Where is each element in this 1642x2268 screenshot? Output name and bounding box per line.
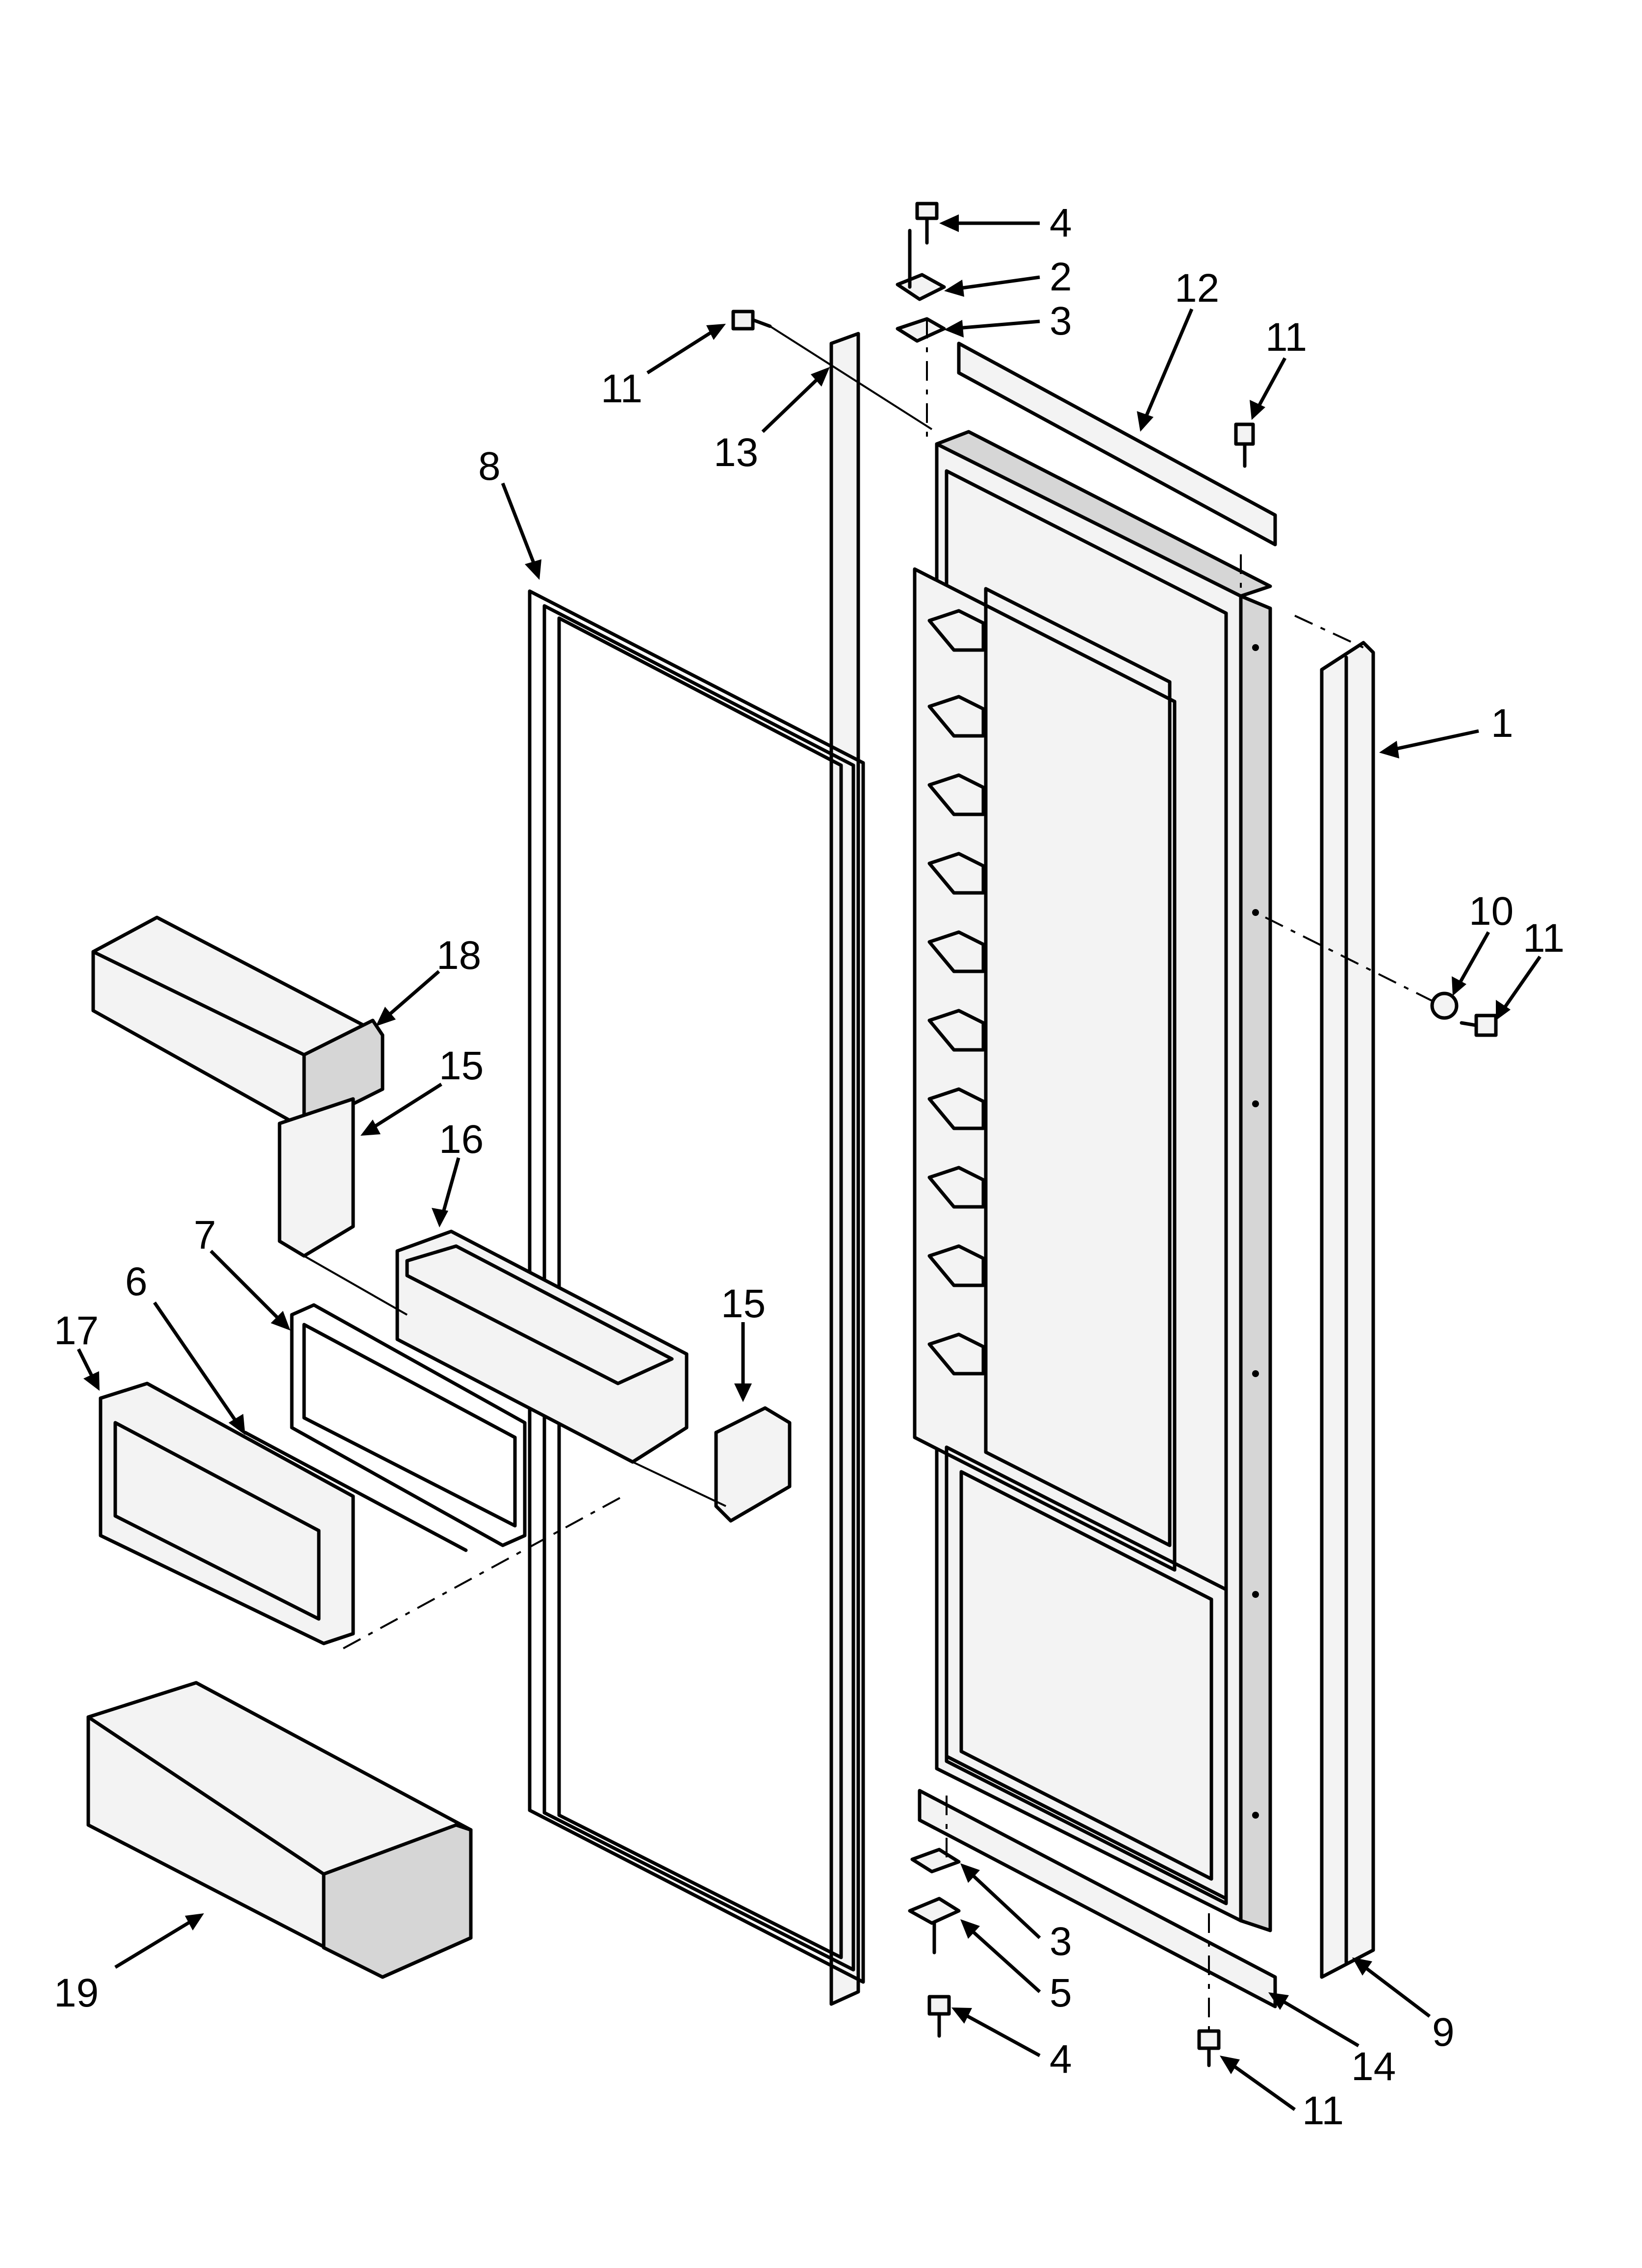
callout-15-left: 15 xyxy=(439,1043,484,1088)
bin-trim-strip-6 xyxy=(243,1431,468,1552)
callout-16: 16 xyxy=(439,1117,484,1162)
callout-15-right: 15 xyxy=(721,1281,766,1326)
door-gasket xyxy=(528,589,865,1984)
callout-17: 17 xyxy=(54,1308,99,1353)
door-bin-16 xyxy=(395,1229,689,1464)
door-upper-liner-inner xyxy=(984,587,1172,1547)
callout-10: 10 xyxy=(1469,889,1514,934)
callout-labels: 4 2 3 12 11 11 13 8 1 10 11 18 15 16 7 6… xyxy=(54,201,1565,2133)
bin-bracket-15-right xyxy=(714,1406,792,1523)
callout-11-top-left: 11 xyxy=(601,366,642,411)
callout-8: 8 xyxy=(478,444,501,489)
door-bin-19 xyxy=(86,1681,473,1979)
door-top-edge xyxy=(935,430,1272,598)
door-lower-liner xyxy=(945,1445,1228,1901)
callout-1: 1 xyxy=(1491,701,1514,746)
callout-5: 5 xyxy=(1050,1971,1072,2015)
door-edge-holes xyxy=(1252,644,1259,1819)
callout-18: 18 xyxy=(436,933,481,978)
callout-4-bottom: 4 xyxy=(1050,2037,1072,2082)
callout-7: 7 xyxy=(194,1213,216,1257)
bottom-trim xyxy=(918,1789,1277,2008)
bin-bracket-15-left xyxy=(278,1097,355,1258)
screw-11-top-left xyxy=(731,310,772,331)
callout-19: 19 xyxy=(54,1971,99,2015)
shelf-supports xyxy=(927,609,985,1376)
callout-3-bottom: 3 xyxy=(1050,1919,1072,1964)
bin-retainer-7 xyxy=(290,1303,527,1547)
screw-11-top-right xyxy=(1234,422,1255,468)
door-assembly xyxy=(913,430,1272,1932)
callout-9: 9 xyxy=(1432,2010,1455,2055)
callout-11-bottom: 11 xyxy=(1302,2088,1344,2133)
screw-11-right xyxy=(1460,1014,1498,1037)
callout-14: 14 xyxy=(1351,2044,1396,2089)
door-bin-17 xyxy=(99,1382,355,1645)
top-hinge xyxy=(896,229,946,343)
callout-11-right: 11 xyxy=(1523,916,1565,961)
door-bin-18 xyxy=(91,915,385,1130)
callout-3-top: 3 xyxy=(1050,299,1072,343)
callout-13: 13 xyxy=(714,430,758,475)
bottom-hinge-screw xyxy=(927,1995,951,2038)
callout-6: 6 xyxy=(125,1259,148,1304)
callout-2: 2 xyxy=(1050,255,1072,299)
top-trim xyxy=(957,341,1277,547)
callout-4-top: 4 xyxy=(1050,201,1072,245)
bottom-hinge xyxy=(908,1848,961,1955)
callout-12: 12 xyxy=(1175,266,1219,311)
callout-11-top-right: 11 xyxy=(1265,315,1307,360)
callout-leaders xyxy=(77,214,1541,2111)
top-hinge-screw xyxy=(915,202,939,245)
assembly-dashed-lines xyxy=(304,319,1437,2031)
door-lower-liner-inner xyxy=(959,1470,1213,1881)
door-upper-liner xyxy=(913,567,1177,1572)
washer xyxy=(1430,991,1459,1020)
screw-11-bottom xyxy=(1197,2029,1221,2067)
door-side-edge xyxy=(1239,594,1272,1932)
